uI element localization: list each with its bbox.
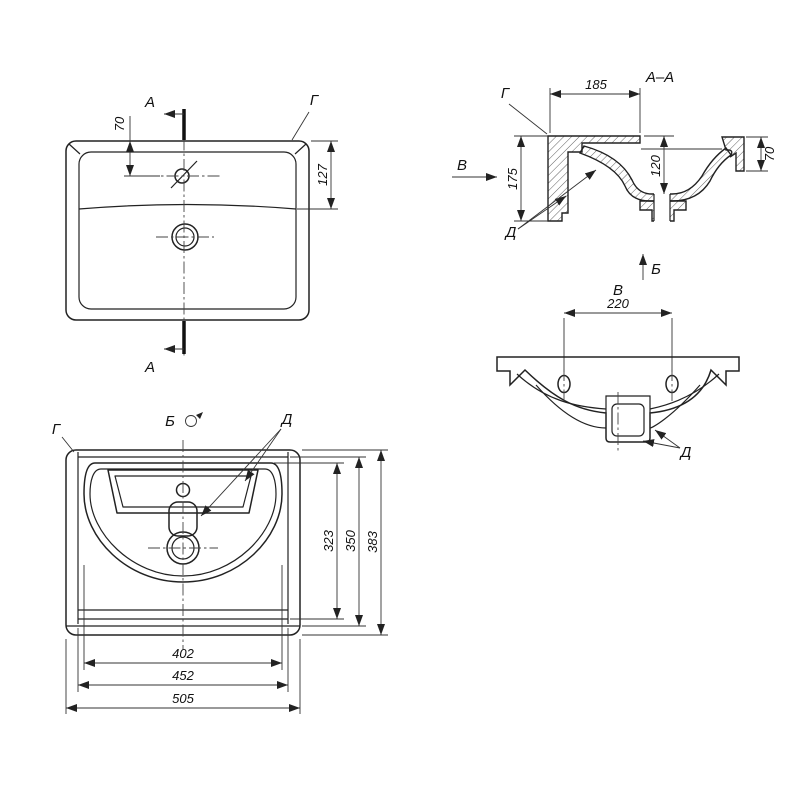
section-label-g: Г — [501, 85, 548, 135]
label-g: Г — [310, 92, 320, 109]
corner-chamfers — [68, 143, 307, 155]
cut-label-a-top: А — [144, 94, 155, 111]
dim-175-text: 175 — [505, 167, 520, 189]
rotated-view-arrow — [196, 412, 203, 419]
view-arrow-b: Б — [639, 254, 661, 280]
bottom-view-b: Б Г Д — [52, 411, 388, 714]
view-v-title: В — [613, 282, 623, 299]
dim-70-plan: 70 — [112, 116, 160, 177]
dim-70-section: 70 — [746, 136, 777, 172]
dim-175-section: 175 — [505, 135, 548, 222]
front-view-v: В 220 Д — [496, 282, 740, 461]
dim-505: 505 — [65, 639, 301, 714]
drain-boss-top — [605, 395, 651, 413]
bottom-label-d: Д — [200, 411, 293, 517]
dim-127-plan: 127 — [297, 140, 338, 210]
overflow-tray-outer — [107, 469, 259, 514]
dim-323-text: 323 — [321, 529, 336, 551]
dim-383: 383 — [302, 449, 388, 636]
front-view-label-d: Д — [642, 429, 692, 461]
back-wall-section — [547, 135, 641, 222]
dim-120-text: 120 — [648, 154, 663, 176]
label-d: Д — [679, 444, 692, 461]
sink-inner-rim — [78, 151, 297, 310]
dim-70-section-text: 70 — [762, 146, 777, 161]
dim-120-section: 120 — [644, 135, 674, 194]
dim-185-section: 185 — [549, 77, 641, 133]
dim-220: 220 — [563, 296, 673, 372]
dim-402-text: 402 — [172, 646, 194, 661]
basin-back-edge — [78, 203, 297, 210]
label-b: Б — [651, 261, 661, 278]
dim-452: 452 — [77, 628, 289, 692]
label-v: В — [457, 157, 467, 174]
section-view-a-a: А–А 185 175 120 70 — [452, 69, 777, 280]
dim-127-text: 127 — [315, 163, 330, 185]
view-arrow-v: В — [452, 157, 497, 181]
dim-383-text: 383 — [365, 530, 380, 552]
label-d: Д — [280, 411, 293, 428]
dim-350: 350 — [290, 456, 366, 627]
section-cut-line-a: А А — [144, 94, 186, 376]
overflow-tray-inner — [114, 475, 252, 508]
dim-505-text: 505 — [172, 691, 194, 706]
label-g: Г — [52, 421, 62, 438]
bottom-view-title: Б — [165, 412, 203, 430]
rotated-view-symbol — [185, 415, 197, 427]
plan-view: А А 70 127 Г — [65, 92, 338, 376]
front-rim-section — [721, 136, 745, 172]
drain-boss-inner — [611, 403, 645, 437]
label-g: Г — [501, 85, 511, 102]
plan-corner-label-g: Г — [291, 92, 320, 141]
dim-185-text: 185 — [585, 77, 607, 92]
sink-outer-rim — [65, 140, 310, 321]
dim-402: 402 — [83, 565, 283, 670]
section-title: А–А — [645, 69, 674, 86]
dim-220-text: 220 — [606, 296, 629, 311]
dim-323: 323 — [274, 462, 344, 620]
bottom-label-g: Г — [52, 421, 75, 453]
dim-452-text: 452 — [172, 668, 194, 683]
cut-label-a-bottom: А — [144, 359, 155, 376]
basin-inner-contour — [89, 468, 277, 577]
dim-350-text: 350 — [343, 529, 358, 551]
drain-hole-gap — [654, 193, 670, 222]
basin-outer-contour — [83, 462, 283, 583]
label-d: Д — [504, 224, 517, 241]
label-b: Б — [165, 413, 175, 430]
dim-70-text: 70 — [112, 116, 127, 131]
section-label-d: Д — [504, 169, 597, 241]
